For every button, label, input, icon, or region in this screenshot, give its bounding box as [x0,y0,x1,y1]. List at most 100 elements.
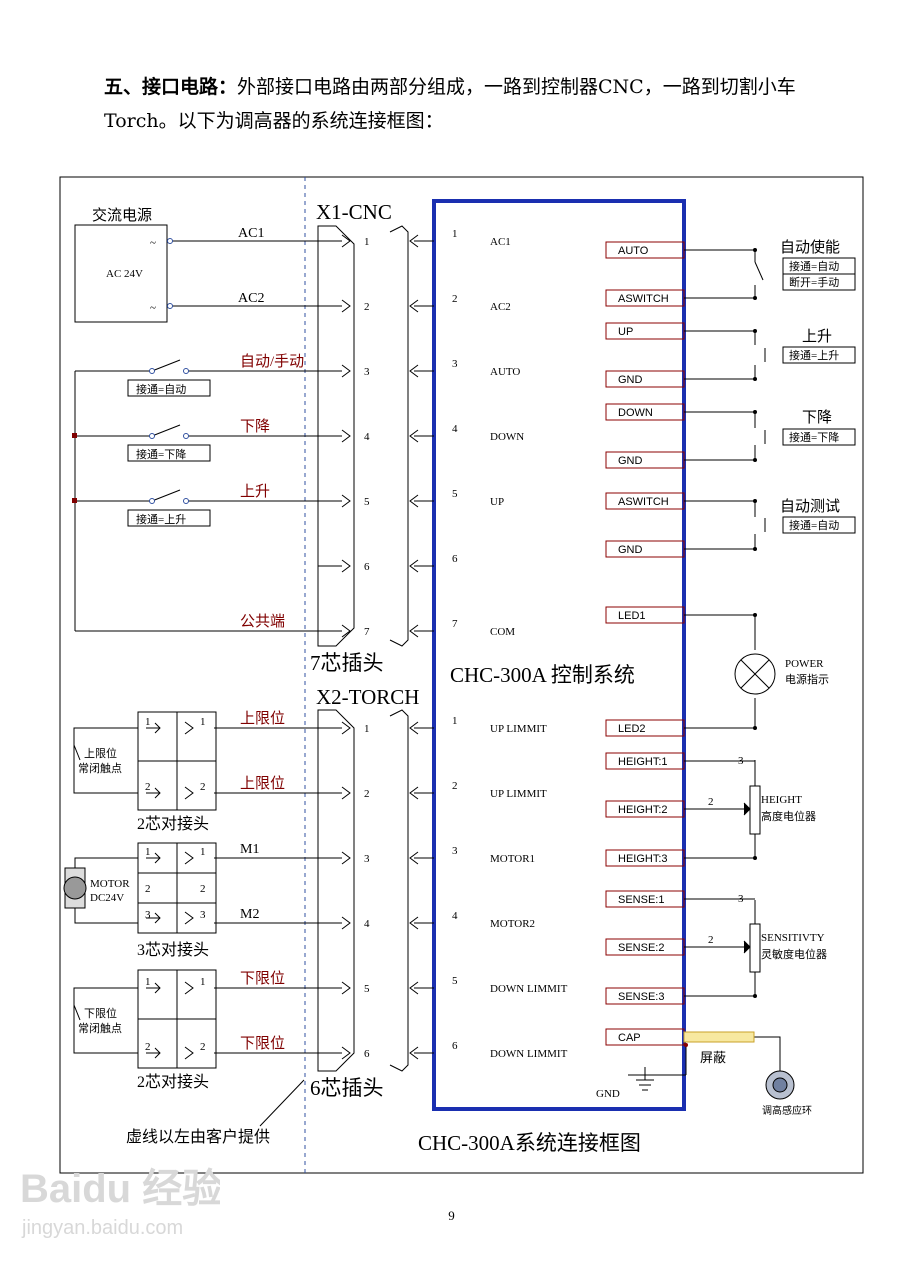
height-pot-icon [742,785,761,835]
upper-nc-line1: 上限位 [84,746,117,760]
x1-pin-7: 7 [364,626,370,638]
up-title: 上升 [802,328,832,345]
box-down-text: 接通=下降 [136,447,186,461]
term-led2: LED2 [618,723,646,735]
power-lamp-icon [734,653,776,695]
sensing-ring-label: 调高感应环 [762,1104,812,1117]
intro-text: 外部接口电路由两部分组成，一路到控制器CNC，一路到切割小车Torch。以下为调… [104,76,796,132]
term-height-1: HEIGHT:1 [618,756,668,768]
shield-label: 屏蔽 [700,1050,726,1065]
ctrl-x2-sig-5: DOWN LIMMIT [490,983,568,995]
ctrl-x1-sig-3: AUTO [490,366,520,378]
label-ac2: AC2 [238,291,264,306]
ctrl-x1-pin-4: 4 [452,423,458,435]
x1-pin-3: 3 [364,366,370,378]
conn-c-pin-2b: 2 [200,1041,206,1053]
conn-a-pin-2: 2 [145,781,151,793]
ctrl-x1-pin-5: 5 [452,488,458,500]
x2-pin-6: 6 [364,1048,370,1060]
up-box-text: 接通=上升 [789,349,839,362]
label-auto-manual: 自动/手动 [240,353,304,370]
term-sense-2: SENSE:2 [618,942,664,954]
ctrl-x2-sig-1: UP LIMMIT [490,723,547,735]
label-m1: M1 [240,842,259,857]
term-up: UP [618,326,633,338]
label-upper-limit-2: 上限位 [240,775,285,792]
x1-caption: 7芯插头 [310,651,384,675]
up-box [782,346,856,364]
conn-2pin-caption: 2芯对接头 [137,815,209,833]
conn-2pin-b-caption: 2芯对接头 [137,1073,209,1091]
controller-box [432,199,686,1111]
ctrl-x1-pin-6: 6 [452,553,458,565]
x2-plug-body [317,709,355,1072]
conn-b-pin-2b: 2 [200,883,206,895]
ctrl-x2-sig-4: MOTOR2 [490,918,535,930]
auto-enable-off: 断开=手动 [789,275,839,289]
upper-nc-line2: 常闭触点 [78,761,122,775]
term-aswitch-2: ASWITCH [618,496,669,508]
down-box-text: 接通=下降 [789,430,839,444]
sens-label: SENSITIVTY [761,932,825,944]
sens-pin2: 2 [708,934,714,946]
box-up-text: 接通=上升 [136,513,186,526]
ctrl-x2-pin-6: 6 [452,1040,458,1052]
conn-c-pin-2: 2 [145,1041,151,1053]
conn-c-pin-1: 1 [145,976,151,988]
diagram-frame [59,176,864,1174]
term-sense-1: SENSE:1 [618,894,664,906]
height-cn-label: 高度电位器 [761,809,816,823]
section-heading: 五、接口电路： [104,76,238,98]
motor-label-1: MOTOR [90,878,130,890]
x2-pin-5: 5 [364,983,370,995]
term-sense-3: SENSE:3 [618,991,664,1003]
ctrl-x1-pin-1: 1 [452,228,458,240]
x2-pin-4: 4 [364,918,370,930]
ctrl-x1-sig-7: COM [490,626,515,638]
down-title: 下降 [802,409,832,426]
term-gnd-3: GND [618,544,643,556]
power-source-title: 交流电源 [92,206,152,224]
x1-pin-6: 6 [364,561,370,573]
watermark-url: jingyan.baidu.com [21,1217,183,1239]
term-aswitch-1: ASWITCH [618,293,669,305]
lower-nc-line1: 下限位 [84,1006,117,1020]
label-down: 下降 [240,418,270,435]
conn-c-pin-1b: 1 [200,976,206,988]
sens-cn-label: 灵敏度电位器 [761,947,827,961]
ctrl-x1-pin-7: 7 [452,618,458,630]
down-box [782,428,856,446]
label-up: 上升 [240,483,270,500]
x1-pin-2: 2 [364,301,370,313]
conn-b-pin-3: 3 [145,909,151,921]
diagram-caption: CHC-300A系统连接框图 [418,1131,641,1155]
x1-title: X1-CNC [316,200,392,224]
ctrl-x2-sig-6: DOWN LIMMIT [490,1048,568,1060]
conn-a-pin-2b: 2 [200,781,206,793]
conn-3pin-caption: 3芯对接头 [137,941,209,959]
conn-b-pin-1b: 1 [200,846,206,858]
ctrl-x1-sig-2: AC2 [490,301,511,313]
auto-enable-title: 自动使能 [780,239,840,256]
label-lower-limit-2: 下限位 [240,1035,285,1052]
ctrl-x1-sig-5: UP [490,496,504,508]
height-pin3: 3 [738,755,744,767]
power-cn-label: 电源指示 [785,672,829,686]
ctrl-x1-pin-2: 2 [452,293,458,305]
label-common: 公共端 [240,613,285,630]
term-auto: AUTO [618,245,649,257]
ctrl-x2-pin-1: 1 [452,715,458,727]
ctrl-x2-sig-2: UP LIMMIT [490,788,547,800]
customer-note-pointer [259,1079,305,1127]
motor-icon [63,867,87,909]
ctrl-x2-pin-4: 4 [452,910,458,922]
lower-nc-line2: 常闭触点 [78,1021,122,1035]
sensing-ring-center [772,1077,788,1093]
ctrl-x2-pin-5: 5 [452,975,458,987]
x2-title: X2-TORCH [316,685,419,709]
box-auto-text: 接通=自动 [136,383,186,396]
box-down [127,444,211,462]
term-gnd-1: GND [618,374,643,386]
term-led1: LED1 [618,610,646,622]
